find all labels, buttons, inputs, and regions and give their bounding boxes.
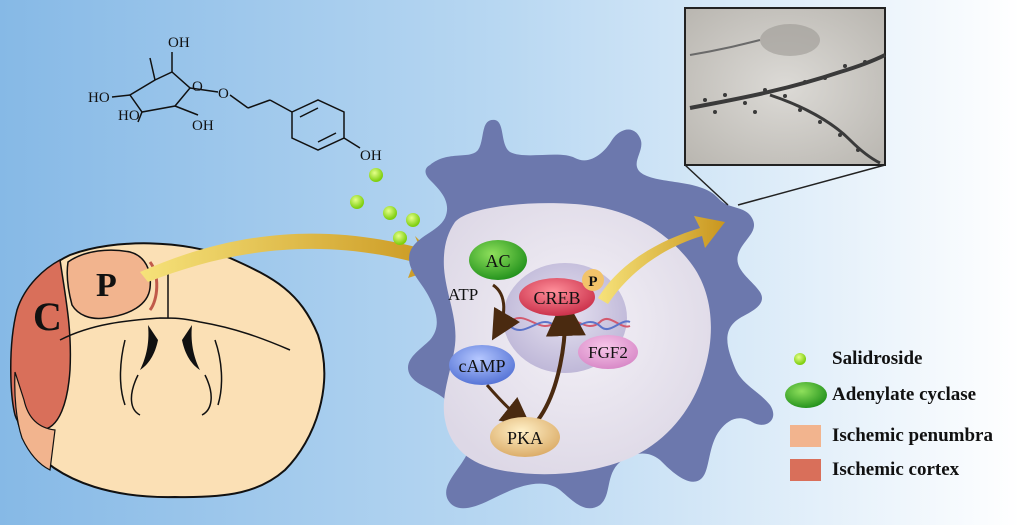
oh-label-1: OH (168, 35, 190, 51)
oh-label-4: OH (192, 118, 214, 134)
pka-to-creb-arrow (536, 296, 586, 422)
creb-node (519, 278, 595, 316)
brain-to-neuron-arrow (140, 233, 445, 282)
oh-label-5: OH (360, 148, 382, 164)
legend-salidroside-swatch (794, 353, 806, 365)
penumbra-lower-region (14, 371, 56, 471)
camp-label: cAMP (458, 356, 505, 376)
salidroside-structure (111, 52, 361, 151)
ischemic-penumbra-region (66, 249, 152, 320)
camp-node (449, 345, 515, 385)
brain-section: C P (10, 242, 326, 499)
creb-to-dendrite-arrow (598, 216, 725, 304)
fgf2-label: FGF2 (588, 343, 628, 362)
salidroside-dot (369, 168, 383, 182)
pka-label: PKA (507, 428, 543, 448)
ac-node (469, 240, 527, 280)
phospho-label: P (588, 274, 597, 290)
atp-label: ATP (448, 285, 478, 304)
oh-label-3: HO (118, 108, 140, 124)
ring-oxygen: O (192, 79, 203, 95)
ac-label: AC (485, 251, 510, 271)
legend-cortex-label: Ischemic cortex (832, 459, 960, 480)
salidroside-dot (383, 206, 397, 220)
phospho-node (582, 269, 604, 291)
pka-node (490, 417, 560, 457)
salidroside-dot (350, 195, 364, 209)
oh-label-2: HO (88, 90, 110, 106)
legend-salidroside-label: Salidroside (832, 348, 923, 369)
legend-penumbra-swatch (790, 425, 821, 447)
penumbra-label: P (96, 267, 117, 304)
dendrite-micrograph (684, 7, 886, 206)
legend-adenylate-cyclase-label: Adenylate cyclase (832, 384, 977, 405)
legend-penumbra-label: Ischemic penumbra (832, 425, 993, 446)
ether-oxygen: O (218, 86, 229, 102)
legend-cortex-swatch (790, 459, 821, 481)
atp-to-camp-arrow (491, 283, 521, 341)
creb-label: CREB (533, 288, 580, 308)
legend-adenylate-cyclase-swatch (785, 382, 827, 408)
salidroside-dot (393, 231, 407, 245)
salidroside-dot (406, 213, 420, 227)
core-label: C (33, 294, 62, 339)
fgf2-node (578, 335, 638, 369)
